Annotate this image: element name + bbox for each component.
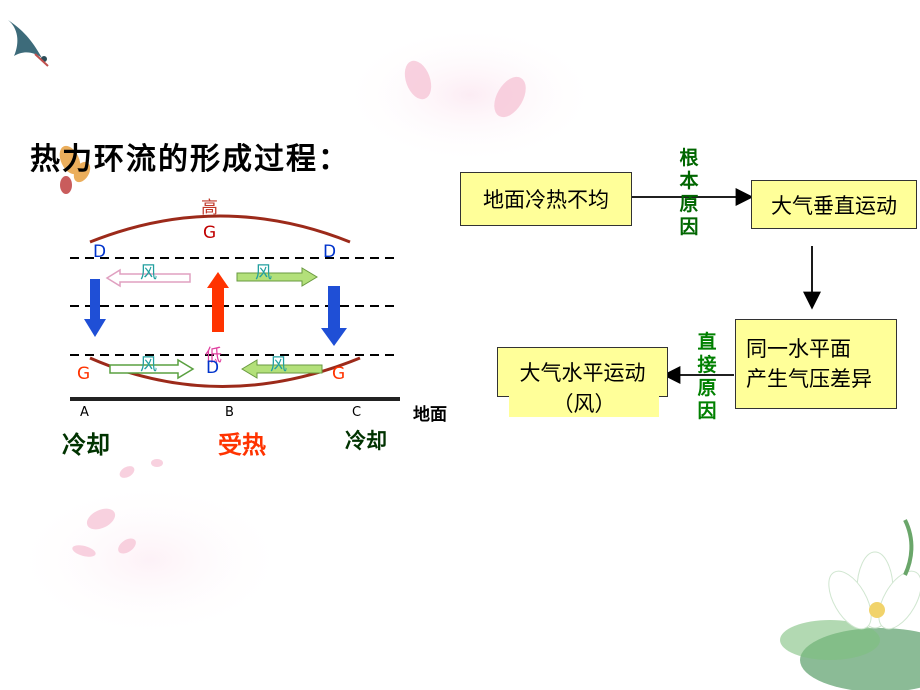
root-cause-label: 根本原因 [679, 147, 699, 238]
cooling-right-label: 冷却 [345, 428, 387, 453]
flow-box-horizontal-line1: 大气水平运动 [519, 361, 646, 385]
lower-low-pressure-label: D [206, 358, 220, 378]
low-label: 低 [205, 346, 222, 366]
lower-left-high-pressure-label: G [77, 364, 91, 384]
upper-right-low-pressure-label: D [323, 242, 337, 262]
isobar-arc-upper [89, 214, 351, 244]
lower-wind-arrow-right [109, 358, 195, 380]
flow-box-uneven-heating: 地面冷热不均 [460, 172, 632, 226]
upper-wind-arrow-right [236, 267, 318, 287]
flow-box-pressure-line1: 同一水平面 [746, 337, 851, 361]
flow-arrows [632, 188, 821, 384]
upper-wind-arrow-left [105, 268, 191, 288]
heating-label: 受热 [218, 430, 266, 459]
point-a-label: A [80, 405, 89, 420]
high-label: 高 [201, 198, 218, 218]
point-c-label: C [352, 405, 362, 420]
rising-air-arrow [207, 272, 229, 332]
sinking-air-arrow-left [84, 279, 106, 337]
flow-box-horizontal-motion: 大气水平运动 [497, 347, 668, 397]
flow-box-uneven-heating-text: 地面冷热不均 [483, 188, 609, 212]
top-high-pressure-label: G [203, 223, 217, 243]
ground-label: 地面 [413, 405, 447, 425]
flow-box-horizontal-line2: （风） [552, 392, 616, 416]
flow-box-pressure-line2: 产生气压差异 [746, 367, 872, 391]
lower-wind-right-label: 风 [270, 355, 287, 375]
flow-box-wind-note: （风） [509, 389, 659, 417]
cooling-left-label: 冷却 [62, 430, 110, 459]
upper-wind-left-label: 风 [140, 263, 157, 283]
butterfly-icon [59, 145, 91, 194]
upper-wind-right-label: 风 [255, 263, 272, 283]
circulation-diagram [70, 214, 400, 401]
bird-icon [8, 20, 49, 67]
direct-cause-label: 直接原因 [697, 331, 717, 422]
lower-right-high-pressure-label: G [332, 364, 346, 384]
lower-wind-left-label: 风 [140, 355, 157, 375]
page-title: 热力环流的形成过程： [30, 142, 350, 177]
flow-box-pressure-difference: 同一水平面 产生气压差异 [735, 319, 897, 409]
flow-box-vertical-motion: 大气垂直运动 [751, 180, 917, 229]
flow-box-vertical-motion-text: 大气垂直运动 [771, 193, 897, 218]
upper-left-low-pressure-label: D [93, 242, 107, 262]
lotus-flower-icon [780, 519, 920, 690]
sinking-air-arrow-right [321, 286, 347, 346]
petal-icon [72, 60, 526, 557]
lower-wind-arrow-left [241, 359, 323, 379]
point-b-label: B [225, 405, 234, 420]
